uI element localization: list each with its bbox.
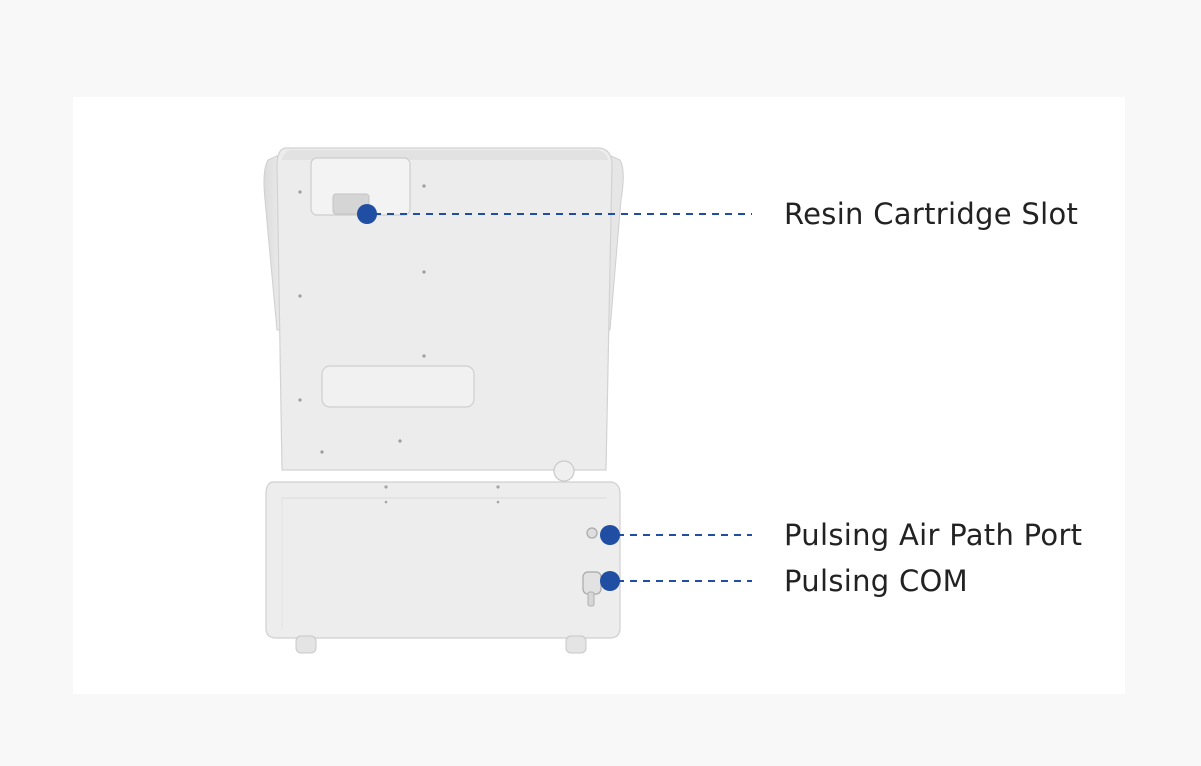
- pulsing-com-cable: [587, 591, 595, 607]
- base-screws: [384, 485, 500, 504]
- round-cap: [553, 460, 575, 482]
- callout-label-pulsing-air-path-port: Pulsing Air Path Port: [784, 518, 1083, 552]
- pulsing-com-connector: [582, 571, 602, 595]
- callout-marker-resin-cartridge-slot: [357, 204, 377, 224]
- callout-label-pulsing-com: Pulsing COM: [784, 564, 968, 598]
- housing-screws: [298, 184, 426, 454]
- pulsing-air-path-port: [586, 527, 598, 539]
- base-box: [265, 481, 621, 639]
- callout-marker-pulsing-air-path-port: [600, 525, 620, 545]
- callout-label-resin-cartridge-slot: Resin Cartridge Slot: [784, 197, 1079, 231]
- callout-marker-pulsing-com: [600, 571, 620, 591]
- rear-handle-recess: [321, 365, 475, 408]
- foot-left: [295, 635, 317, 654]
- foot-right: [565, 635, 587, 654]
